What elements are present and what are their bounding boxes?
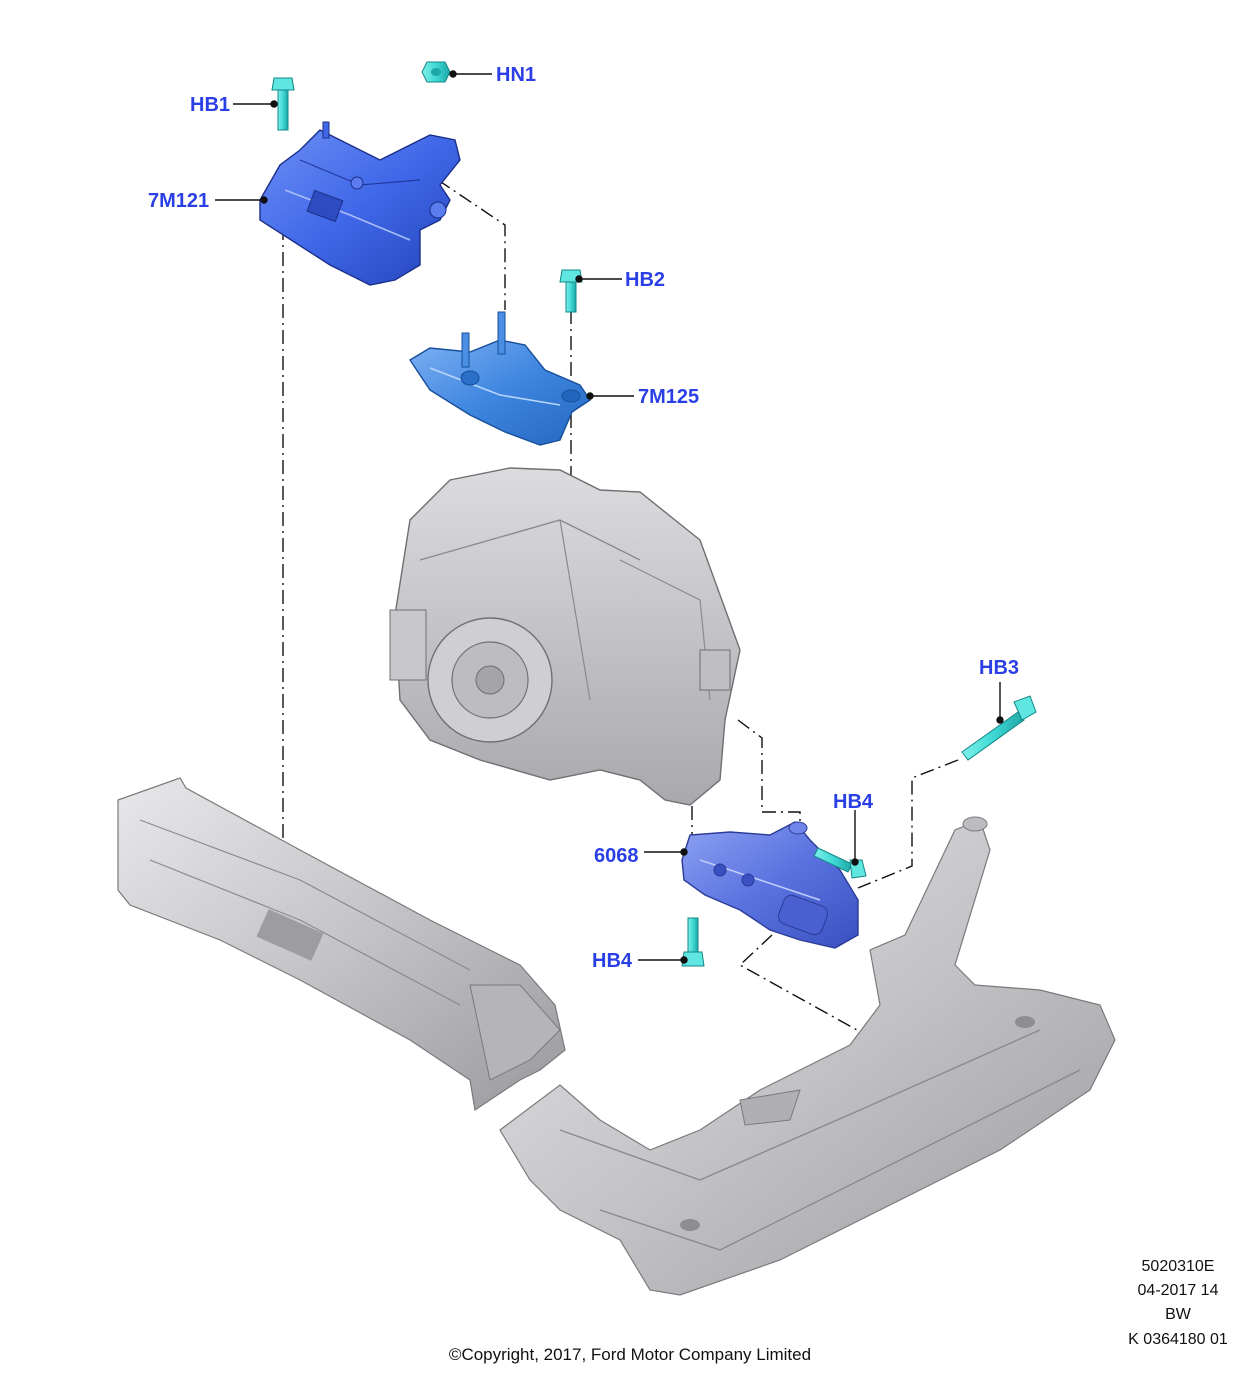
bracket-7m125 [409, 311, 591, 446]
callout-hb2: HB2 [625, 269, 666, 291]
document-code: 5020310E [1141, 1258, 1215, 1275]
document-reference: K 0364180 01 [1128, 1331, 1228, 1348]
bolt-hb4-upper [813, 847, 867, 879]
leader-lines [215, 70, 1004, 964]
callout-hb4-lower: HB4 [592, 950, 633, 972]
bolt-hb4-lower [681, 917, 705, 967]
callout-hb4-upper: HB4 [833, 791, 874, 813]
callout-hb3: HB3 [979, 657, 1020, 679]
callout-7m121: 7M121 [148, 190, 210, 212]
callout-hb1: HB1 [190, 94, 231, 116]
copyright-notice: ©Copyright, 2017, Ford Motor Company Lim… [448, 1345, 812, 1364]
document-date: 04-2017 14 [1137, 1282, 1219, 1299]
bolt-hb3 [961, 695, 1037, 761]
callout-7m125: 7M125 [638, 386, 700, 408]
callout-hn1: HN1 [496, 64, 537, 86]
callout-6068: 6068 [594, 845, 639, 867]
document-variant: BW [1165, 1306, 1191, 1323]
nut-hn1 [421, 61, 451, 83]
front-subframe [499, 816, 1116, 1296]
engine-mount-7m121 [259, 121, 461, 286]
transmission [389, 467, 741, 806]
bolt-hb1 [271, 77, 295, 131]
left-side-rail [117, 777, 566, 1112]
rear-mount-6068 [681, 821, 859, 949]
